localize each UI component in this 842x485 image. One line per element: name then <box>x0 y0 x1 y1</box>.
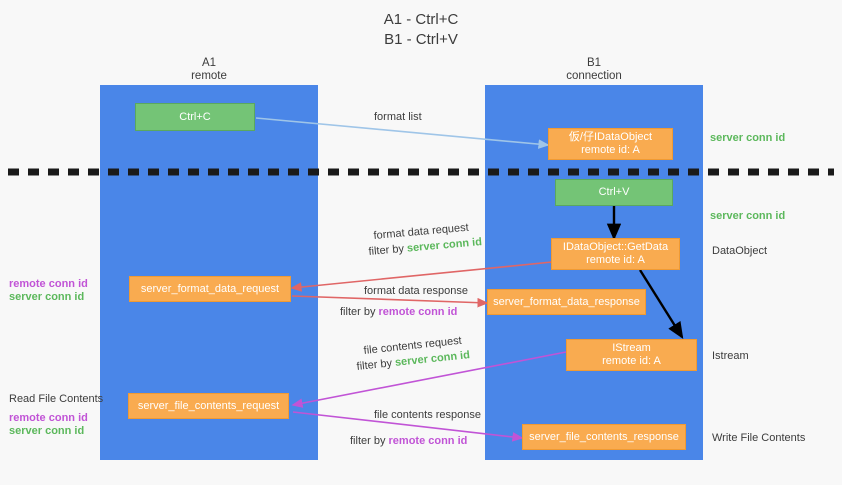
node-idataobject[interactable]: 仮/仔IDataObject remote id: A <box>548 128 673 160</box>
edge-label-format-list: format list <box>374 111 422 123</box>
node-istream[interactable]: IStream remote id: A <box>566 339 697 371</box>
node-ctrl-c[interactable]: Ctrl+C <box>135 103 255 131</box>
annotation-write-file-contents: Write File Contents <box>712 432 806 444</box>
annotation-left-mid-remote-conn-id: remote conn id <box>9 278 88 290</box>
edge-label-format-data-response: format data response <box>364 285 468 297</box>
filter-value-remote-conn-id: remote conn id <box>388 435 468 447</box>
node-server-format-data-response[interactable]: server_format_data_response <box>487 289 646 315</box>
annotation-istream: Istream <box>712 350 749 362</box>
filter-prefix: filter by <box>368 242 408 258</box>
lane-header-a1: A1 remote <box>191 57 227 82</box>
node-server-format-data-request[interactable]: server_format_data_request <box>129 276 291 302</box>
edge-label-format-data-response-filter: filter by remote conn id <box>340 305 457 319</box>
filter-prefix: filter by <box>356 356 396 373</box>
node-idataobject-getdata[interactable]: IDataObject::GetData remote id: A <box>551 238 680 270</box>
annotation-right-top-server-conn-id: server conn id <box>710 132 786 144</box>
annotation-right-second-server-conn-id: server conn id <box>710 210 786 222</box>
filter-value-remote-conn-id: remote conn id <box>378 306 458 318</box>
lane-header-b1: B1 connection <box>566 57 622 82</box>
annotation-left-bottom-server-conn-id: server conn id <box>9 425 85 437</box>
annotation-left-mid-server-conn-id: server conn id <box>9 291 85 303</box>
page-title: A1 - Ctrl+C B1 - Ctrl+V <box>383 11 459 48</box>
filter-prefix: filter by <box>350 435 389 447</box>
filter-prefix: filter by <box>340 306 379 318</box>
annotation-dataobject: DataObject <box>712 245 768 257</box>
node-server-file-contents-request[interactable]: server_file_contents_request <box>128 393 289 419</box>
node-ctrl-v[interactable]: Ctrl+V <box>555 179 673 206</box>
edge-label-file-contents-response: file contents response <box>374 409 482 421</box>
annotation-read-file-contents: Read File Contents <box>9 393 104 405</box>
edge-label-file-contents-response-filter: filter by remote conn id <box>350 434 467 448</box>
annotation-left-bottom-remote-conn-id: remote conn id <box>9 412 88 424</box>
node-server-file-contents-response[interactable]: server_file_contents_response <box>522 424 686 450</box>
